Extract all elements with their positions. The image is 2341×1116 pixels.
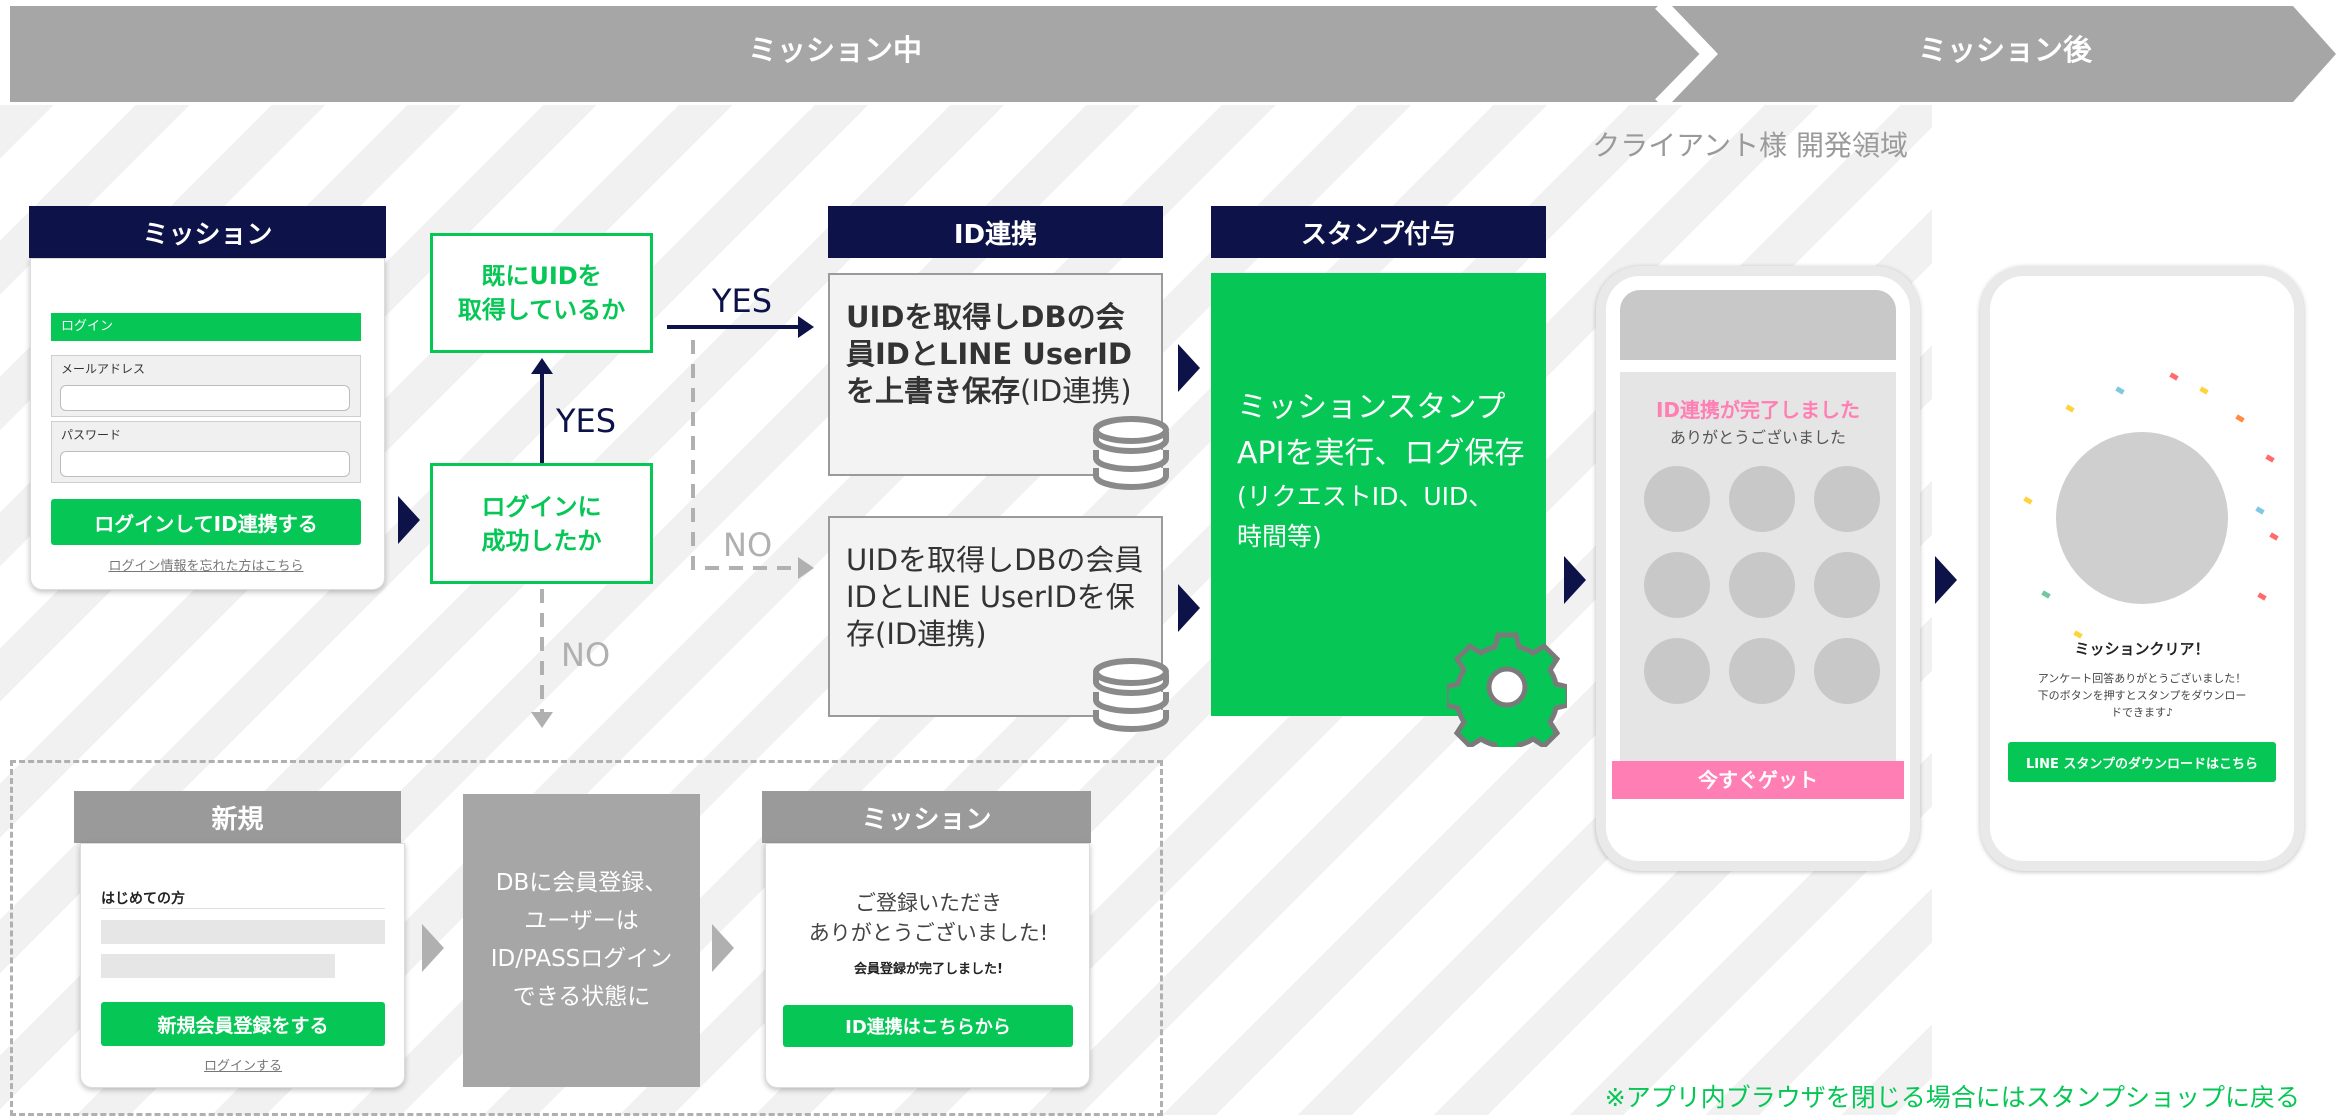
clear-body-line-2: 下のボタンを押すとスタンプをダウンロー [2037, 689, 2247, 702]
confetti [2269, 532, 2279, 541]
confetti [2023, 496, 2033, 505]
complete-title: ID連携が完了しました [1655, 398, 1861, 422]
decision-has-uid: 既にUIDを 取得しているか [430, 233, 653, 353]
db-register-box: DBに会員登録、 ユーザーは ID/PASSログイン できる状態に [463, 794, 700, 1087]
register-button[interactable]: 新規会員登録をする [101, 1002, 385, 1046]
no-down-label: NO [561, 636, 611, 674]
email-label: メールアドレス [61, 362, 146, 376]
registration-complete-text: 会員登録が完了しました! [854, 962, 1003, 977]
password-label: パスワード [61, 428, 122, 442]
clear-body-line-3: ドできます♪ [2110, 706, 2174, 719]
download-stamp-button[interactable]: LINE スタンプのダウンロードはこちら [2008, 742, 2276, 782]
phone-header-bar [1620, 290, 1896, 360]
yes-right-label: YES [712, 282, 773, 320]
arrow-right-icon [1564, 556, 1586, 604]
decision-login-success: ログインに 成功したか [430, 463, 653, 584]
phase-bar [10, 3, 2336, 105]
save-text: UIDを取得しDBの会員IDとLINE UserIDを保存(ID連携) [846, 543, 1144, 651]
stamp-slot [1644, 552, 1710, 618]
stamp-slot [1644, 638, 1710, 704]
footnote: ※アプリ内ブラウザを閉じる場合にはスタンプショップに戻る [1604, 1083, 2300, 1112]
divider [101, 908, 385, 909]
password-field[interactable] [60, 451, 350, 477]
id-link-button[interactable]: ID連携はこちらから [783, 1005, 1073, 1047]
stamp-slot [1814, 466, 1880, 532]
overwrite-bold-text: UIDを取得しDBの会員IDとLINE UserIDを上書き保存 [846, 300, 1132, 408]
arrow-right-icon [422, 924, 444, 972]
stamp-grant-box: ミッションスタンプ APIを実行、ログ保存 (リクエストID、UID、 時間等) [1211, 273, 1546, 716]
confetti [2199, 386, 2209, 395]
confetti [2255, 506, 2265, 515]
no-right-label: NO [723, 526, 773, 564]
thanks-line-2: ありがとうございました! [808, 921, 1049, 945]
confetti [2065, 404, 2075, 413]
arrow-right-icon [398, 496, 420, 544]
phone-id-complete: ID連携が完了しました ありがとうございました 今すぐゲット [1596, 266, 1920, 871]
dev-area-label: クライアント様 開発領域 [1592, 129, 1908, 162]
placeholder-bar [101, 954, 335, 978]
db-line-4: できる状態に [512, 984, 651, 1010]
mission-header: ミッション [29, 206, 386, 258]
phase-after-label: ミッション後 [1917, 33, 2092, 67]
first-time-label: はじめての方 [101, 891, 185, 907]
db-line-1: DBに会員登録、 [495, 870, 668, 896]
arrow-right-icon [1178, 344, 1200, 392]
stamp-image [2056, 432, 2228, 604]
confetti [2257, 592, 2267, 601]
id-link-header: ID連携 [828, 206, 1163, 258]
confetti [2041, 590, 2051, 599]
login-form-title: ログイン [51, 313, 361, 341]
stamp-grant-header: スタンプ付与 [1211, 206, 1546, 258]
stamp-slot [1729, 466, 1795, 532]
confetti [2115, 386, 2125, 395]
yes-up-label: YES [556, 402, 617, 440]
forgot-login-link[interactable]: ログイン情報を忘れた方はこちら [108, 559, 304, 574]
phone-mission-clear: ミッションクリア！ アンケート回答ありがとうございました！ 下のボタンを押すとス… [1980, 266, 2304, 871]
mission-clear-title: ミッションクリア！ [2074, 640, 2210, 658]
arrow-right-icon [1178, 584, 1200, 632]
confetti [2169, 372, 2179, 381]
database-icon [1093, 658, 1169, 732]
complete-subtitle: ありがとうございました [1669, 428, 1846, 447]
login-and-link-button[interactable]: ログインしてID連携する [51, 499, 361, 545]
mission-clear-body: アンケート回答ありがとうございました！ 下のボタンを押すとスタンプをダウンロー … [1990, 670, 2294, 721]
clear-body-line-1: アンケート回答ありがとうございました！ [2037, 672, 2247, 685]
stamp-slot [1729, 638, 1795, 704]
stamp-slot [1644, 466, 1710, 532]
stamp-slot [1814, 638, 1880, 704]
stamp-line-3: (リクエストID、UID、 [1237, 482, 1494, 511]
placeholder-bar [101, 920, 385, 944]
stamp-line-2: APIを実行、ログ保存 [1237, 436, 1525, 471]
overwrite-rest-text: (ID連携) [1020, 374, 1132, 408]
id-link-save-box: UIDを取得しDBの会員IDとLINE UserIDを保存(ID連携) [828, 516, 1163, 717]
login-link[interactable]: ログインする [203, 1059, 282, 1074]
mission-thanks-header: ミッション [762, 791, 1091, 843]
email-field-box: メールアドレス [51, 355, 361, 417]
stamp-slot [1729, 552, 1795, 618]
stamp-slot [1814, 552, 1880, 618]
new-header: 新規 [74, 791, 401, 843]
arrow-right-icon [712, 924, 734, 972]
mission-thanks-card: ご登録いただき ありがとうございました! 会員登録が完了しました! ID連携はこ… [765, 843, 1090, 1088]
phone-content: ID連携が完了しました ありがとうございました [1620, 372, 1896, 762]
stamp-line-4: 時間等) [1237, 522, 1322, 551]
database-icon [1093, 416, 1169, 490]
new-registration-card: はじめての方 新規会員登録をする ログインする [80, 843, 405, 1088]
email-field[interactable] [60, 385, 350, 411]
phase-during-label: ミッション中 [747, 33, 922, 67]
arrow-right-icon [1935, 556, 1957, 604]
id-link-overwrite-box: UIDを取得しDBの会員IDとLINE UserIDを上書き保存(ID連携) [828, 273, 1163, 476]
db-line-3: ID/PASSログイン [490, 946, 673, 972]
password-field-box: パスワード [51, 421, 361, 483]
gear-icon [1447, 632, 1567, 747]
mission-login-card: ログイン メールアドレス パスワード ログインしてID連携する ログイン情報を忘… [30, 258, 385, 590]
confetti [2235, 414, 2245, 423]
get-now-button[interactable]: 今すぐゲット [1612, 761, 1904, 799]
stamp-line-1: ミッションスタンプ [1237, 390, 1506, 425]
db-line-2: ユーザーは [524, 908, 639, 934]
confetti [2265, 454, 2275, 463]
thanks-line-1: ご登録いただき [855, 891, 1002, 915]
